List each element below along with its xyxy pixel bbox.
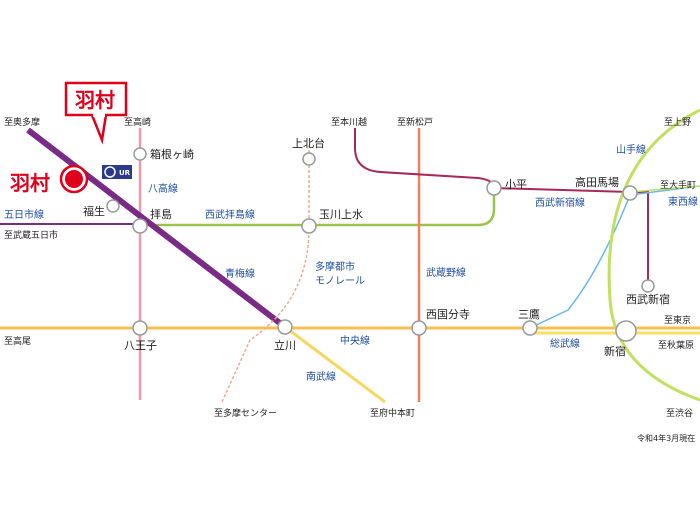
station-tamagawajosui-label: 玉川上水 bbox=[319, 208, 363, 221]
station-haijima-label: 拝島 bbox=[150, 207, 172, 221]
station-hachioji-label: 八王子 bbox=[124, 339, 157, 352]
callout-pointer bbox=[90, 114, 108, 145]
footnote: 令和4年3月現在 bbox=[637, 433, 695, 443]
dest-ueno-label: 至上野 bbox=[664, 117, 691, 128]
yamanote-line bbox=[607, 108, 700, 402]
station-seibushinjuku-dot[interactable] bbox=[641, 279, 655, 293]
ur-logo-icon bbox=[102, 165, 132, 179]
dest-tokyo-label: 至東京 bbox=[664, 314, 691, 326]
station-hamura-inner bbox=[65, 170, 83, 188]
line-nambu-label: 南武線 bbox=[306, 370, 336, 383]
station-seibushinjuku-label: 西武新宿 bbox=[626, 292, 670, 306]
station-tachikawa-dot[interactable] bbox=[277, 319, 293, 335]
station-mitaka-dot[interactable] bbox=[522, 320, 538, 336]
station-shinjuku-label: 新宿 bbox=[604, 344, 626, 358]
station-hachioji-dot[interactable] bbox=[132, 320, 148, 336]
station-kodaira-dot[interactable] bbox=[486, 180, 502, 196]
tozai-line bbox=[529, 185, 700, 329]
dest-shinmatsudo-label: 至新松戸 bbox=[397, 116, 433, 128]
station-tachikawa-label: 立川 bbox=[274, 338, 296, 352]
line-seibu-haijima-label: 西武拝島線 bbox=[205, 208, 255, 221]
line-seibu-shinjuku-label: 西武新宿線 bbox=[535, 196, 585, 209]
dest-takasaki-label: 至高崎 bbox=[124, 116, 151, 128]
station-shinjuku-dot[interactable] bbox=[615, 320, 637, 342]
station-kamikitadai-label: 上北台 bbox=[292, 136, 325, 150]
line-musashino-label: 武蔵野線 bbox=[426, 266, 466, 279]
nambu-line bbox=[284, 325, 386, 404]
station-kamikitadai-dot[interactable] bbox=[302, 152, 316, 166]
dest-itsukaichi-label: 至武蔵五日市 bbox=[4, 229, 58, 241]
dest-tamacenter-label: 至多摩センター bbox=[214, 407, 277, 419]
yamanote-segment bbox=[629, 185, 700, 193]
ur-logo-mark bbox=[104, 166, 116, 178]
dest-fuchuhonmachi-label: 至府中本町 bbox=[370, 407, 415, 419]
seibu-shinjuku-line bbox=[354, 128, 649, 288]
station-hakonegasaki-dot[interactable] bbox=[133, 147, 147, 161]
line-monorail-label-2: モノレール bbox=[315, 276, 365, 287]
dest-okutama-label: 至奥多摩 bbox=[4, 116, 40, 128]
line-tozai-label: 東西線 bbox=[668, 195, 698, 208]
dest-takao-label: 至高尾 bbox=[4, 335, 31, 347]
line-ome-label: 青梅線 bbox=[225, 267, 255, 280]
ome-line bbox=[26, 127, 287, 330]
line-hachiko-label: 八高線 bbox=[148, 182, 178, 195]
tama-monorail-line bbox=[221, 145, 310, 403]
line-itsukaichi-label: 五日市線 bbox=[4, 208, 44, 221]
station-fussa-dot[interactable] bbox=[106, 199, 120, 213]
line-yamanote-label: 山手線 bbox=[616, 143, 646, 156]
seibu-haijima-line bbox=[140, 188, 496, 227]
dest-otemachi-label: 至大手町 bbox=[660, 179, 696, 191]
station-takadanobaba-dot[interactable] bbox=[622, 185, 638, 201]
station-fussa-label: 福生 bbox=[83, 204, 105, 218]
station-kokubunji-dot[interactable] bbox=[411, 320, 427, 336]
dest-honkawagoe-label: 至本川越 bbox=[331, 116, 367, 128]
line-sobu-label: 総武線 bbox=[550, 337, 580, 350]
station-hamura-label: 羽村 bbox=[10, 171, 50, 195]
dest-akihabara-label: 至秋葉原 bbox=[658, 339, 694, 351]
callout-pointer-mask bbox=[93, 112, 105, 117]
station-kokubunji-label: 西国分寺 bbox=[426, 308, 470, 321]
station-takadanobaba-label: 高田馬場 bbox=[575, 175, 619, 189]
line-chuo-label: 中央線 bbox=[340, 334, 370, 347]
callout-box bbox=[64, 81, 128, 117]
line-monorail-label-1: 多摩都市 bbox=[315, 260, 355, 273]
callout-title: 羽村 bbox=[75, 88, 115, 112]
station-hakonegasaki-label: 箱根ヶ崎 bbox=[150, 147, 194, 161]
dest-shibuya-label: 至渋谷 bbox=[666, 407, 693, 419]
station-haijima-dot[interactable] bbox=[132, 218, 148, 234]
ur-logo-text: UR bbox=[119, 169, 131, 177]
station-mitaka-label: 三鷹 bbox=[518, 307, 540, 321]
station-kodaira-label: 小平 bbox=[505, 178, 527, 191]
station-tamagawajosui-dot[interactable] bbox=[301, 218, 317, 234]
